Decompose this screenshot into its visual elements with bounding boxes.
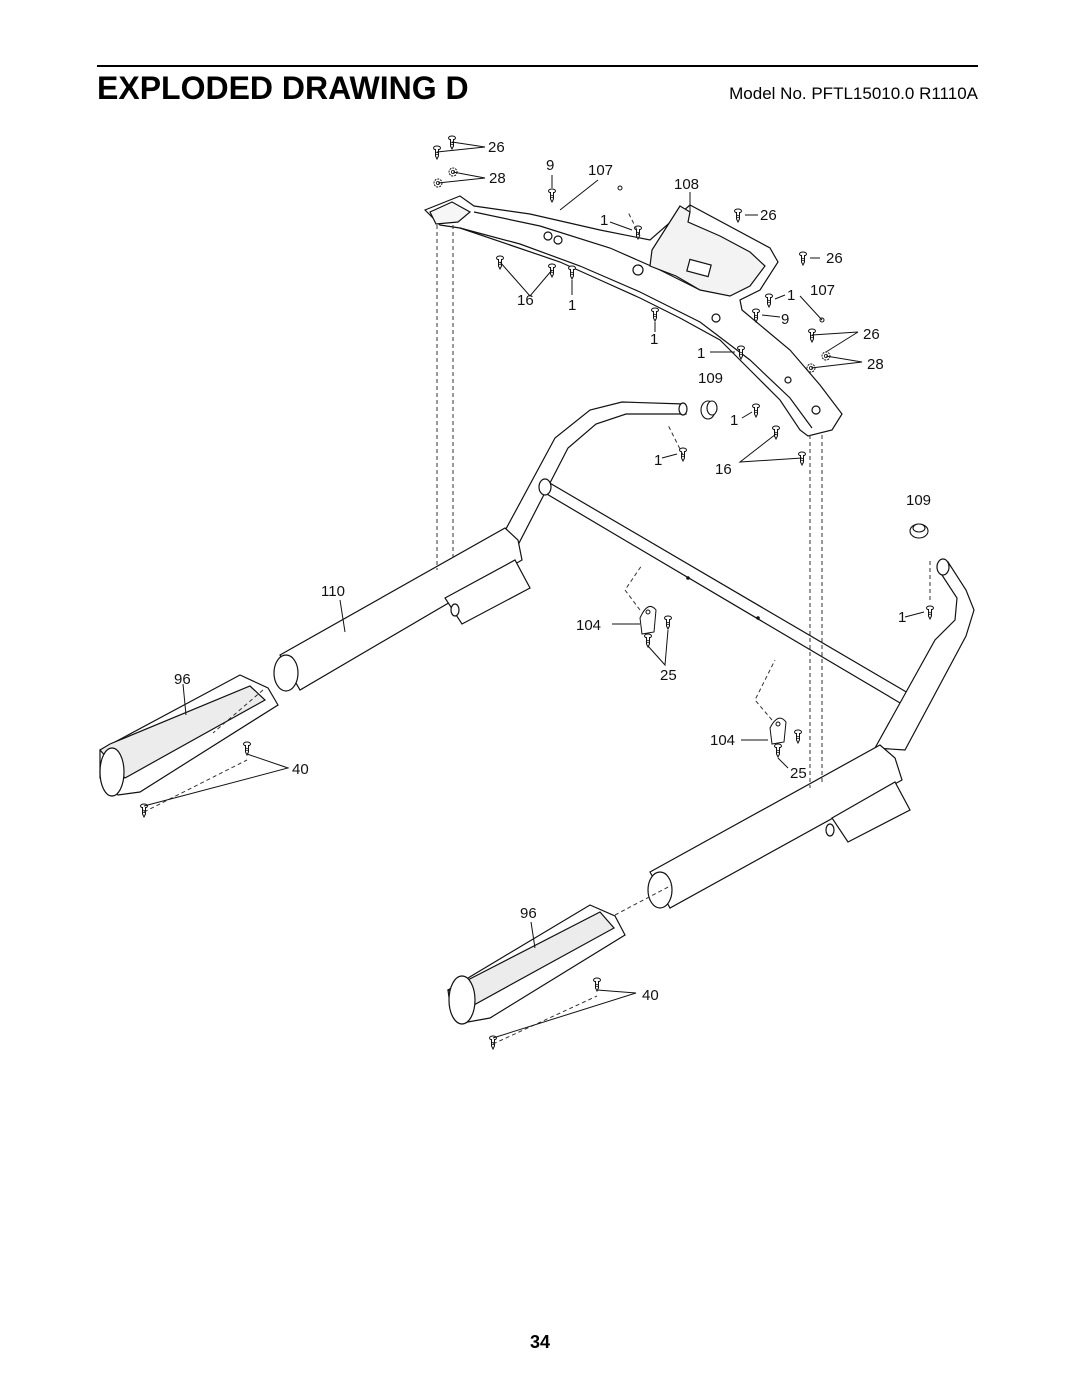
console-assembly [423,195,843,437]
callout-26: 26 [488,139,505,156]
callout-1: 1 [787,287,795,304]
callout-1: 1 [568,297,576,314]
callout-25: 25 [660,667,677,684]
callout-40: 40 [642,987,659,1004]
alignment-lines [143,211,931,1045]
callout-110: 110 [321,583,345,600]
rail-cover-bottom [446,904,626,1025]
callout-26: 26 [826,250,843,267]
model-number: Model No. PFTL15010.0 R1110A [729,84,978,103]
callout-28: 28 [867,356,884,373]
callout-26: 26 [760,207,777,224]
callout-107: 107 [810,282,835,299]
clip-104-lower [769,717,787,745]
callout-9: 9 [546,157,554,174]
hardware [140,135,934,1050]
callout-107: 107 [588,162,613,179]
callout-96: 96 [174,671,191,688]
callout-1: 1 [654,452,662,469]
page-title: EXPLODED DRAWING D [97,70,469,106]
callout-16: 16 [715,461,732,478]
clip-104-upper [639,605,657,635]
callout-25: 25 [790,765,807,782]
leader-lines [143,141,925,1039]
page-number: 34 [529,1332,551,1352]
plug-109-top [700,400,718,420]
callout-104: 104 [710,732,735,749]
callout-28: 28 [489,170,506,187]
callout-16: 16 [517,292,534,309]
callout-1: 1 [898,609,906,626]
callout-26: 26 [863,326,880,343]
callout-108: 108 [674,176,699,193]
callout-1: 1 [697,345,705,362]
callout-labels: 26 28 9 107 108 1 26 26 16 1 1 107 9 1 2… [174,139,931,1004]
callout-109: 109 [906,492,931,509]
callout-1: 1 [650,331,658,348]
upright-frame [273,401,975,909]
callout-40: 40 [292,761,309,778]
callout-9: 9 [781,311,789,328]
callout-104: 104 [576,617,601,634]
callout-1: 1 [600,212,608,229]
callout-1: 1 [730,412,738,429]
callout-109: 109 [698,370,723,387]
plug-109-right [909,523,929,539]
header-rule [97,65,978,67]
rail-cover-left [99,674,279,797]
callout-96: 96 [520,905,537,922]
